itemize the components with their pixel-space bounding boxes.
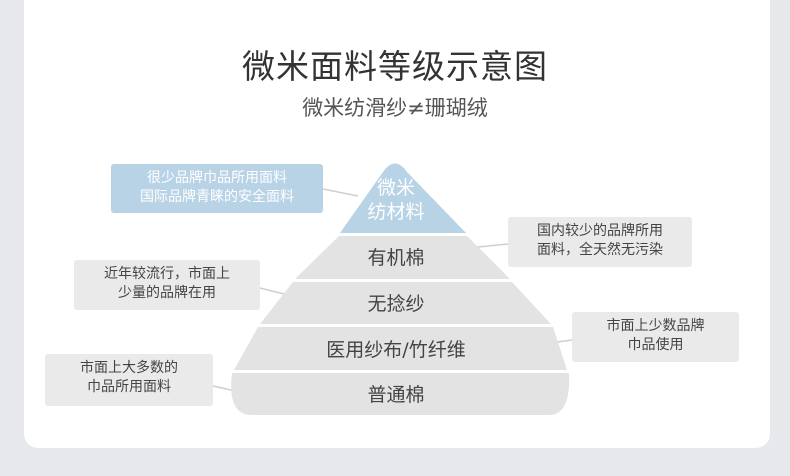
pyramid-tier-organic xyxy=(295,236,510,279)
callout-twistless-line2: 少量的品牌在用 xyxy=(118,285,216,301)
pyramid-tier-twistless xyxy=(260,282,551,324)
apex-label-line1: 微米 xyxy=(377,177,415,199)
page-subtitle: 微米纺滑纱≠珊瑚绒 xyxy=(302,96,488,120)
tier-label-medical: 医用纱布/竹纤维 xyxy=(326,339,465,361)
tier-label-organic: 有机棉 xyxy=(367,247,424,269)
callout-organic: 国内较少的品牌所用 面料，全天然无污染 xyxy=(508,217,692,267)
callout-medical-line2: 巾品使用 xyxy=(627,337,684,353)
pyramid-tier-cotton xyxy=(231,373,570,415)
callout-twistless: 近年较流行，市面上 少量的品牌在用 xyxy=(74,260,260,310)
page-title: 微米面料等级示意图 xyxy=(242,47,548,86)
tier-label-cotton: 普通棉 xyxy=(367,384,424,406)
callout-cotton-line2: 巾品所用面料 xyxy=(87,379,171,395)
connector-apex xyxy=(322,188,359,197)
pyramid-apex xyxy=(340,163,466,233)
callout-organic-line2: 面料，全天然无污染 xyxy=(537,242,663,258)
tier-label-twistless: 无捻纱 xyxy=(367,293,424,315)
callout-apex: 很少品牌巾品所用面料 国际品牌青睐的安全面料 xyxy=(111,164,323,213)
callout-apex-line1: 很少品牌巾品所用面料 xyxy=(147,170,287,186)
callout-cotton-line1: 市面上大多数的 xyxy=(80,360,178,376)
callout-medical: 市面上少数品牌 巾品使用 xyxy=(572,312,739,362)
callout-organic-line1: 国内较少的品牌所用 xyxy=(537,223,663,239)
callout-apex-line2: 国际品牌青睐的安全面料 xyxy=(140,189,294,205)
callout-twistless-line1: 近年较流行，市面上 xyxy=(104,266,230,282)
callout-cotton: 市面上大多数的 巾品所用面料 xyxy=(45,354,213,406)
apex-label-line2: 纺材料 xyxy=(367,201,424,223)
callout-medical-line1: 市面上少数品牌 xyxy=(606,318,705,334)
pyramid-tier-medical xyxy=(234,327,567,370)
